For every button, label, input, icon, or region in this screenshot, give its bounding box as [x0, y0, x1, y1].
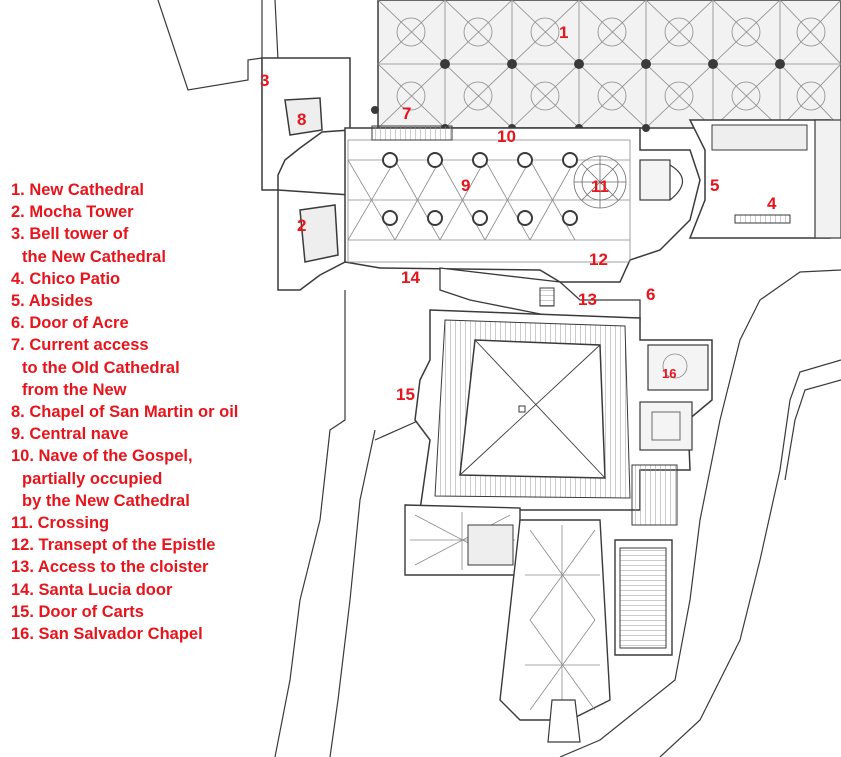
- plan-label-8: 8: [297, 110, 307, 129]
- plan-label-10: 10: [497, 127, 516, 146]
- legend-item: 10. Nave of the Gospel,: [11, 447, 193, 466]
- legend-item: 9. Central nave: [11, 425, 129, 444]
- plan-label-1: 1: [559, 23, 569, 42]
- plan-label-15: 15: [396, 385, 415, 404]
- legend-item-continuation: by the New Cathedral: [22, 491, 190, 510]
- legend-item-continuation: partially occupied: [22, 469, 163, 488]
- legend-item: 11. Crossing: [11, 514, 110, 533]
- plan-label-16: 16: [662, 366, 677, 381]
- plan-label-4: 4: [767, 194, 777, 213]
- legend-item: 8. Chapel of San Martin or oil: [11, 403, 239, 422]
- legend-item: 14. Santa Lucia door: [11, 580, 173, 599]
- plan-label-7: 7: [402, 104, 412, 123]
- legend-item: 7. Current access: [11, 336, 149, 355]
- legend-item: 4. Chico Patio: [11, 269, 121, 288]
- legend-item-continuation: from the New: [22, 380, 127, 399]
- legend-item: 12. Transept of the Epistle: [11, 536, 216, 555]
- legend-item-continuation: to the Old Cathedral: [22, 358, 180, 377]
- legend-item-continuation: the New Cathedral: [22, 247, 166, 266]
- legend-item: 1. New Cathedral: [11, 181, 144, 199]
- legend-item: 16. San Salvador Chapel: [11, 625, 203, 644]
- plan-label-9: 9: [461, 176, 471, 195]
- new-cathedral-vaults: [371, 0, 841, 132]
- cloister: [414, 309, 713, 511]
- legend-item: 15. Door of Carts: [11, 602, 144, 621]
- legend: 1. New Cathedral 2. Mocha Tower 3. Bell …: [11, 179, 238, 645]
- plan-label-2: 2: [297, 216, 307, 235]
- plan-label-11: 11: [591, 177, 609, 196]
- plan-label-3: 3: [260, 71, 270, 90]
- legend-item: 2. Mocha Tower: [11, 203, 134, 222]
- plan-label-5: 5: [710, 176, 720, 195]
- plan-label-13: 13: [578, 290, 597, 309]
- plan-label-12: 12: [589, 250, 608, 269]
- legend-item: 5. Absides: [11, 292, 93, 311]
- plan-label-14: 14: [401, 268, 420, 287]
- legend-item: 3. Bell tower of: [11, 225, 129, 244]
- legend-item: 13. Access to the cloister: [11, 558, 209, 577]
- legend-item: 6. Door of Acre: [11, 314, 129, 333]
- plan-label-6: 6: [646, 285, 656, 304]
